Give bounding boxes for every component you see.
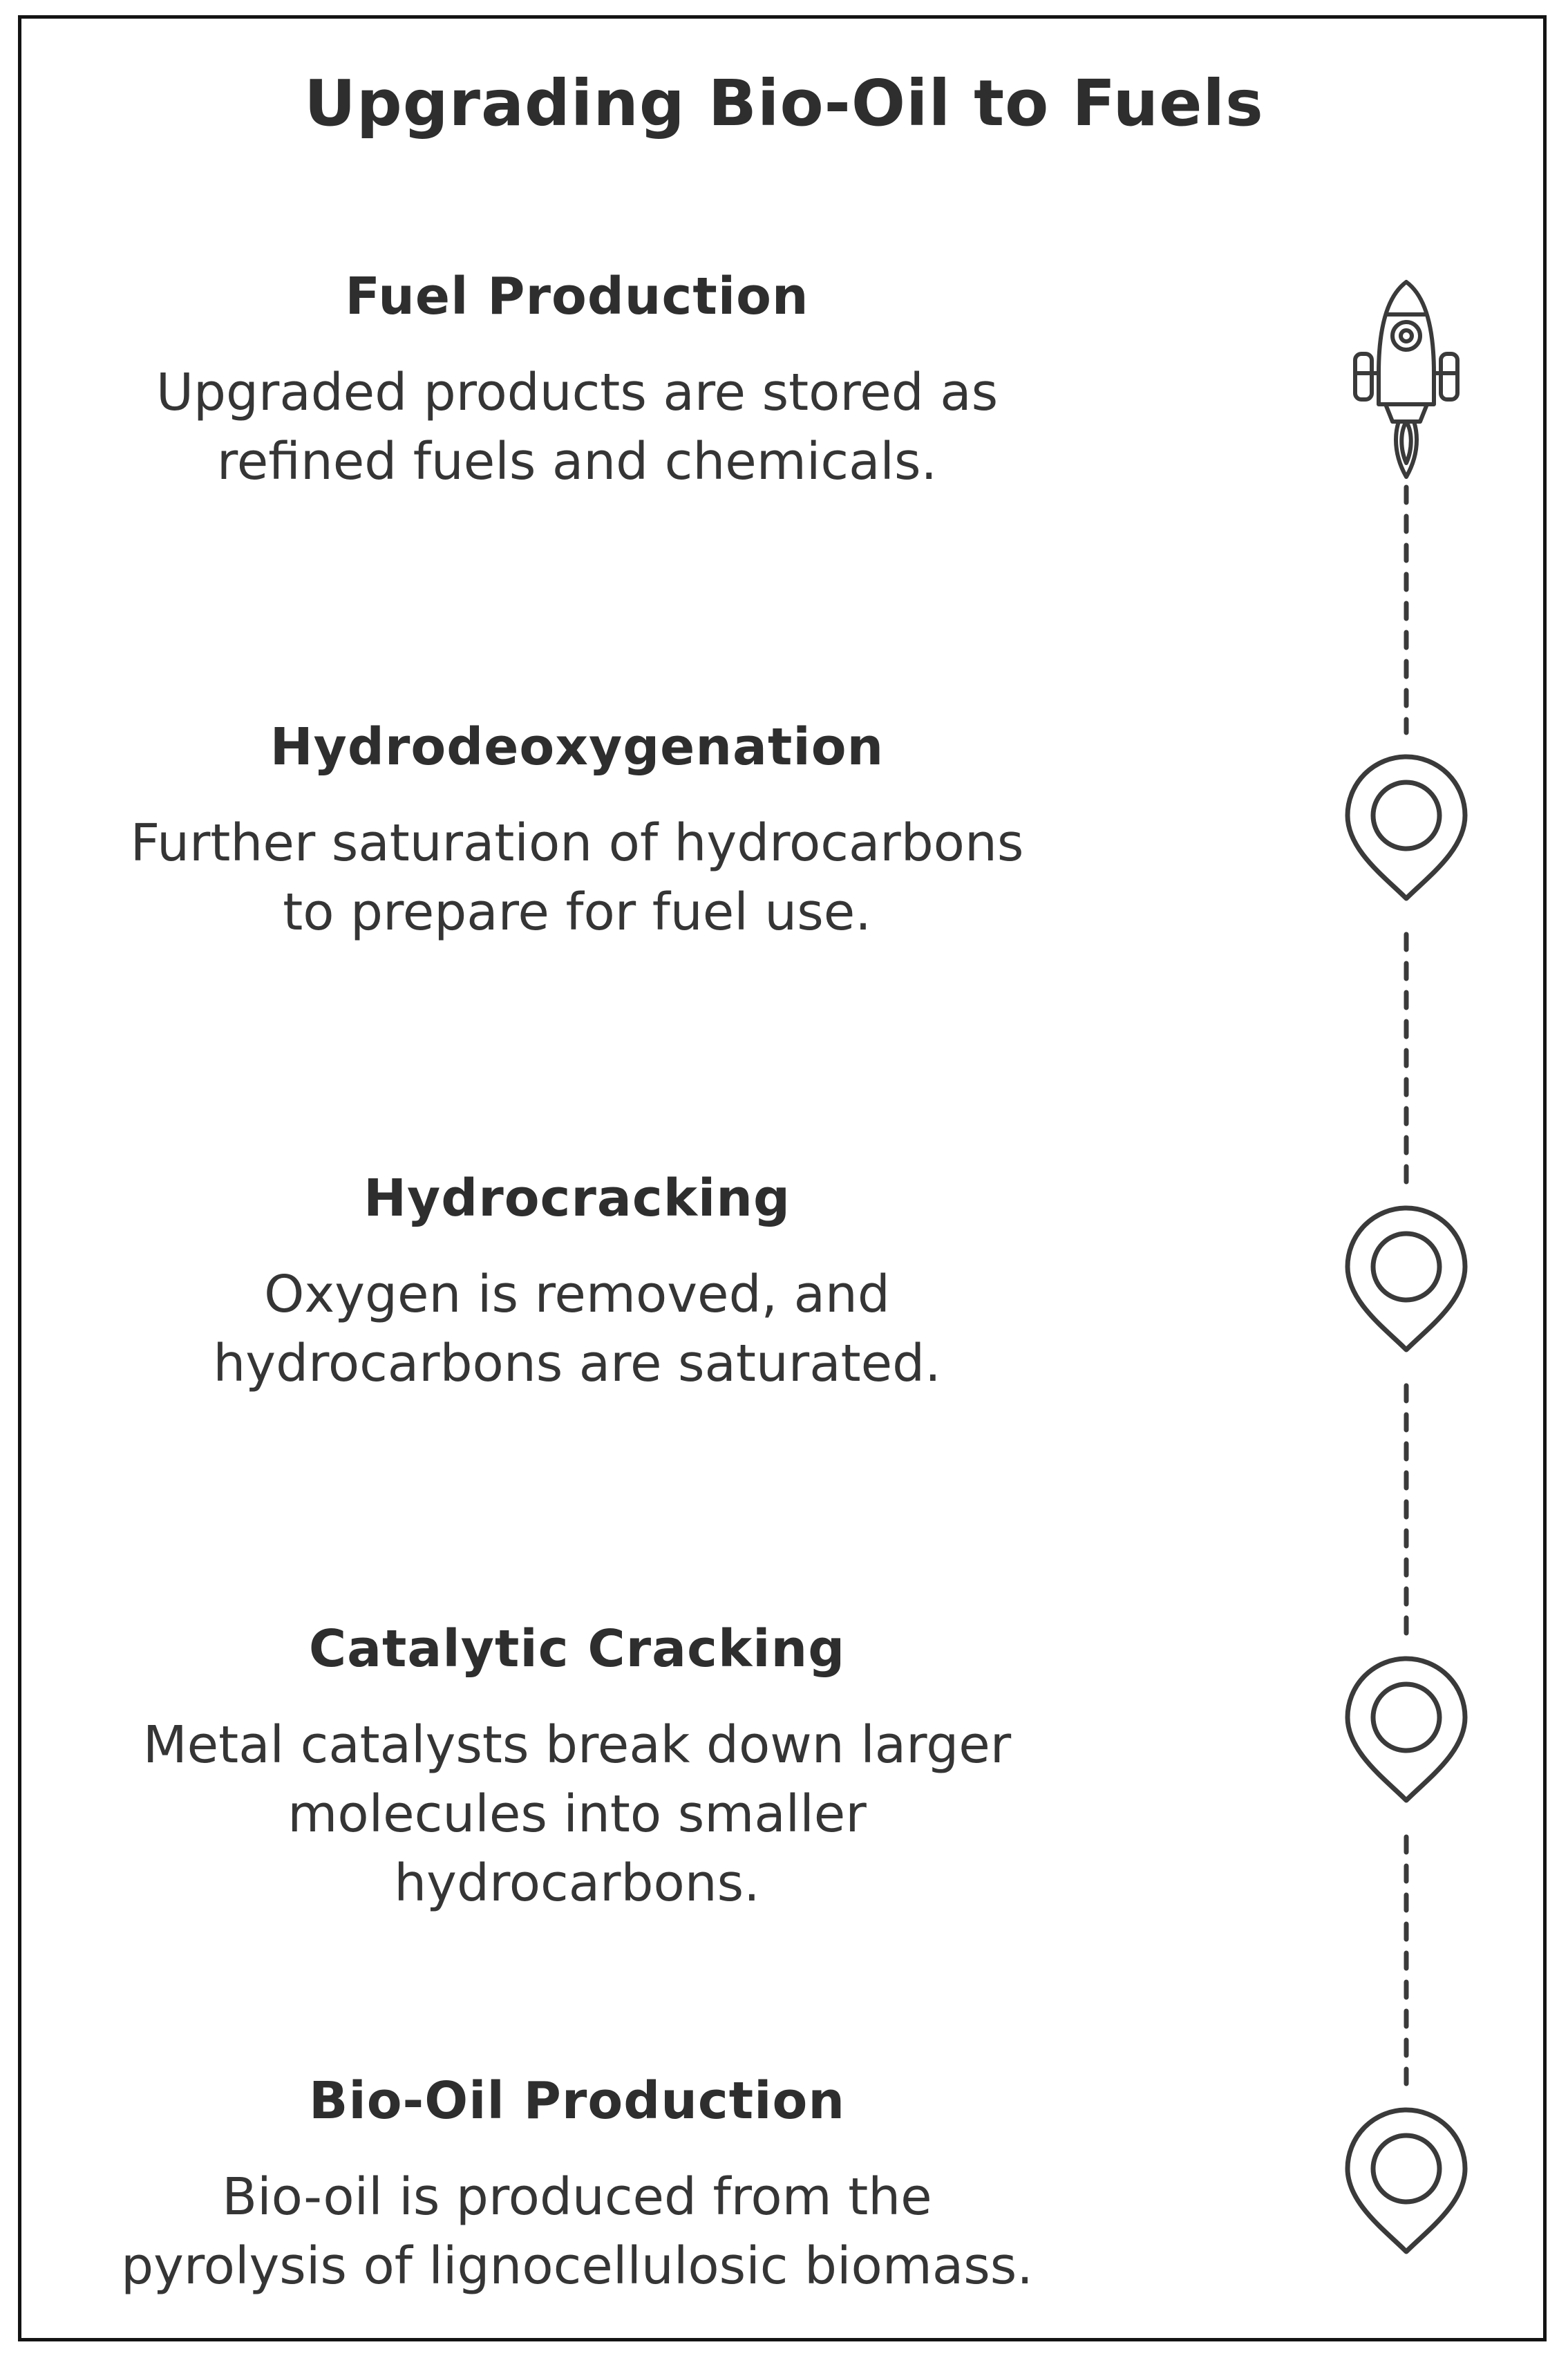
- description-line: refined fuels and chemicals.: [216, 431, 938, 491]
- description-line: Metal catalysts break down larger: [142, 1715, 1012, 1775]
- step-description: Metal catalysts break down larger molecu…: [41, 1710, 1113, 1918]
- step-heading: Catalytic Cracking: [308, 1619, 846, 1679]
- step-heading: Hydrodeoxygenation: [270, 717, 885, 777]
- step-description: Bio-oil is produced from the pyrolysis o…: [41, 2162, 1113, 2301]
- description-line: to prepare for fuel use.: [283, 882, 871, 942]
- description-line: Upgraded products are stored as: [155, 362, 999, 422]
- diagram-frame: [18, 15, 1547, 2341]
- step-hydrodeoxygenation: Hydrodeoxygenation Further saturation of…: [41, 717, 1113, 947]
- step-description: Upgraded products are stored as refined …: [41, 358, 1113, 496]
- step-heading: Fuel Production: [345, 267, 809, 326]
- description-line: hydrocarbons are saturated.: [213, 1333, 941, 1393]
- step-description: Oxygen is removed, and hydrocarbons are …: [41, 1260, 1113, 1398]
- location-pin-icon: [1345, 1205, 1468, 1352]
- step-fuel-production: Fuel Production Upgraded products are st…: [41, 266, 1113, 496]
- location-pin-icon: [1345, 754, 1468, 901]
- description-line: Further saturation of hydrocarbons: [130, 813, 1024, 873]
- description-line: molecules into smaller: [287, 1784, 867, 1844]
- description-line: hydrocarbons.: [394, 1853, 760, 1913]
- step-catalytic-cracking: Catalytic Cracking Metal catalysts break…: [41, 1619, 1113, 1918]
- description-line: Bio-oil is produced from the: [222, 2167, 932, 2227]
- step-heading: Bio-Oil Production: [308, 2071, 846, 2131]
- description-line: pyrolysis of lignocellulosic biomass.: [121, 2236, 1033, 2296]
- step-hydrocracking: Hydrocracking Oxygen is removed, and hyd…: [41, 1168, 1113, 1398]
- step-heading: Hydrocracking: [363, 1169, 791, 1228]
- description-line: Oxygen is removed, and: [264, 1264, 890, 1324]
- location-pin-icon: [1345, 2107, 1468, 2254]
- rocket-icon: [1353, 280, 1460, 479]
- location-pin-icon: [1345, 1656, 1468, 1803]
- step-bio-oil-production: Bio-Oil Production Bio-oil is produced f…: [41, 2071, 1113, 2301]
- diagram-title: Upgrading Bio-Oil to Fuels: [304, 66, 1264, 140]
- step-description: Further saturation of hydrocarbons to pr…: [41, 809, 1113, 947]
